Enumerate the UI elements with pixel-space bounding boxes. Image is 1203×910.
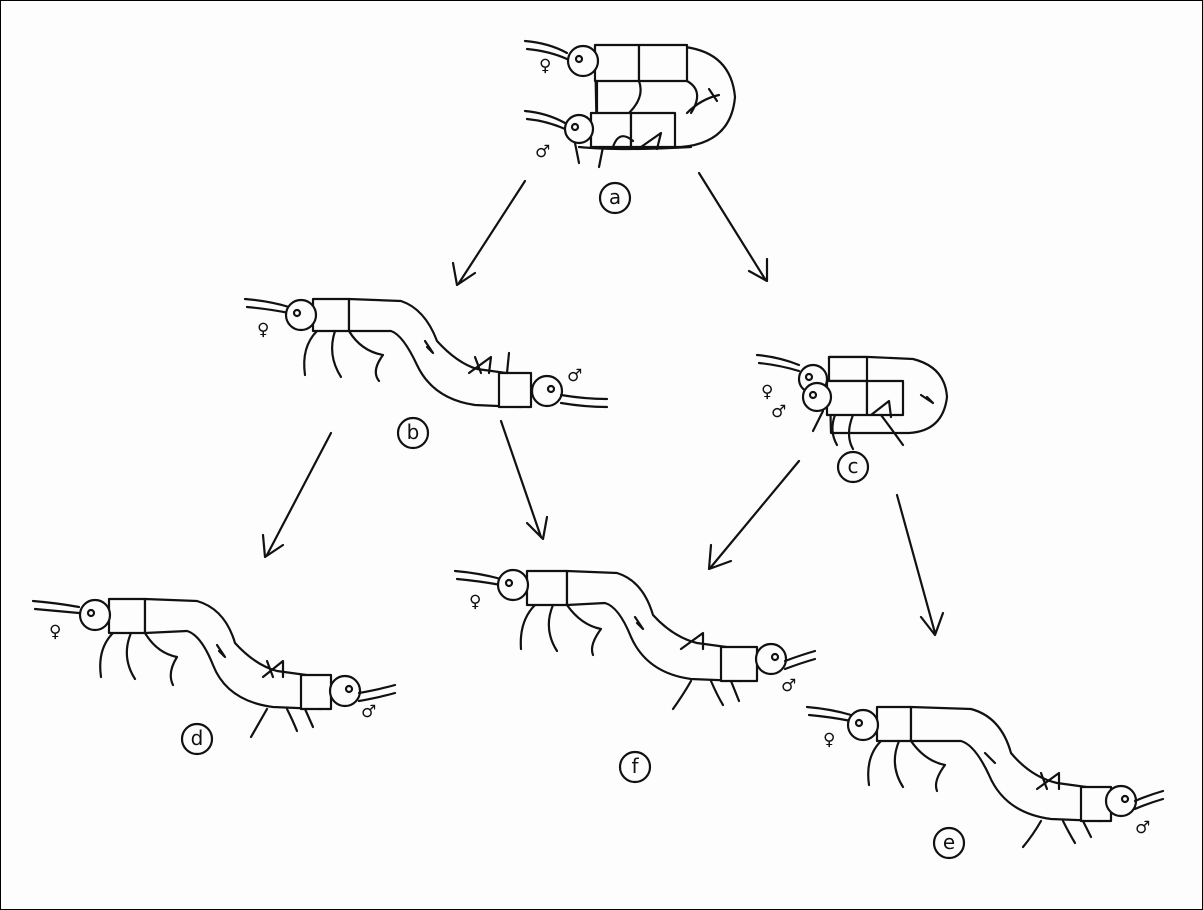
panel-c-male-symbol: ♂ <box>771 402 786 422</box>
panel-f-label: f <box>631 754 639 778</box>
panel-e-male-head <box>1104 784 1138 818</box>
panel-e-female-symbol: ♀ <box>823 730 835 750</box>
panel-f-label-circle <box>618 750 652 784</box>
panel-c-label-circle <box>836 450 870 484</box>
panel-a-female-head <box>566 44 600 78</box>
panel-b-female-head <box>284 298 318 332</box>
arrow-c-to-f <box>707 459 801 571</box>
panel-e-tail-to-tail: ♀ ♂ e <box>805 705 1165 860</box>
panel-b-male-symbol: ♂ <box>567 366 582 386</box>
panel-d-male-symbol: ♂ <box>361 702 376 722</box>
panel-e-male-symbol: ♂ <box>1135 818 1150 838</box>
panel-f-male-head <box>754 642 788 676</box>
panel-e-label: e <box>943 830 955 854</box>
panel-a-female-symbol: ♀ <box>539 56 551 76</box>
panel-c-looped-pair: ♀ ♂ c <box>755 353 949 484</box>
arrow-b-to-d <box>261 431 333 559</box>
panel-b-label: b <box>407 420 420 444</box>
panel-d-male-head <box>328 674 362 708</box>
panel-c-male-head <box>801 381 833 413</box>
panel-a-male-head <box>563 113 595 145</box>
panel-e-female-head <box>846 708 880 742</box>
panel-c-label: c <box>848 454 859 478</box>
arrow-b-to-f <box>499 419 549 541</box>
panel-d-label: d <box>191 726 204 750</box>
transition-arrows <box>261 171 945 637</box>
panel-e-label-circle <box>932 826 966 860</box>
arrow-a-to-b <box>451 179 527 287</box>
panel-d-female-symbol: ♀ <box>49 622 61 642</box>
panel-f-female-head <box>496 568 530 602</box>
panel-c-female-symbol: ♀ <box>761 382 773 402</box>
panel-f-female-symbol: ♀ <box>469 592 481 612</box>
panel-b-male-head <box>530 374 564 408</box>
panel-d-label-circle <box>180 722 214 756</box>
panel-b-female-symbol: ♀ <box>257 320 269 340</box>
arrow-c-to-e <box>895 493 945 637</box>
panel-a-label: a <box>609 185 621 209</box>
panel-d-tail-to-tail: ♀ ♂ d <box>31 597 397 756</box>
panel-f-tail-to-tail: ♀ ♂ f <box>453 568 817 784</box>
panel-a-looped-pair: ♀ ♂ a <box>523 39 737 215</box>
panel-b-label-circle <box>396 416 430 450</box>
panel-d-female-head <box>78 598 112 632</box>
panel-b-tail-to-tail: ♀ ♂ b <box>243 297 609 450</box>
panel-a-male-symbol: ♂ <box>535 142 550 162</box>
panel-f-male-symbol: ♂ <box>781 676 796 696</box>
panel-a-label-circle <box>598 181 632 215</box>
arrow-a-to-c <box>697 171 769 283</box>
